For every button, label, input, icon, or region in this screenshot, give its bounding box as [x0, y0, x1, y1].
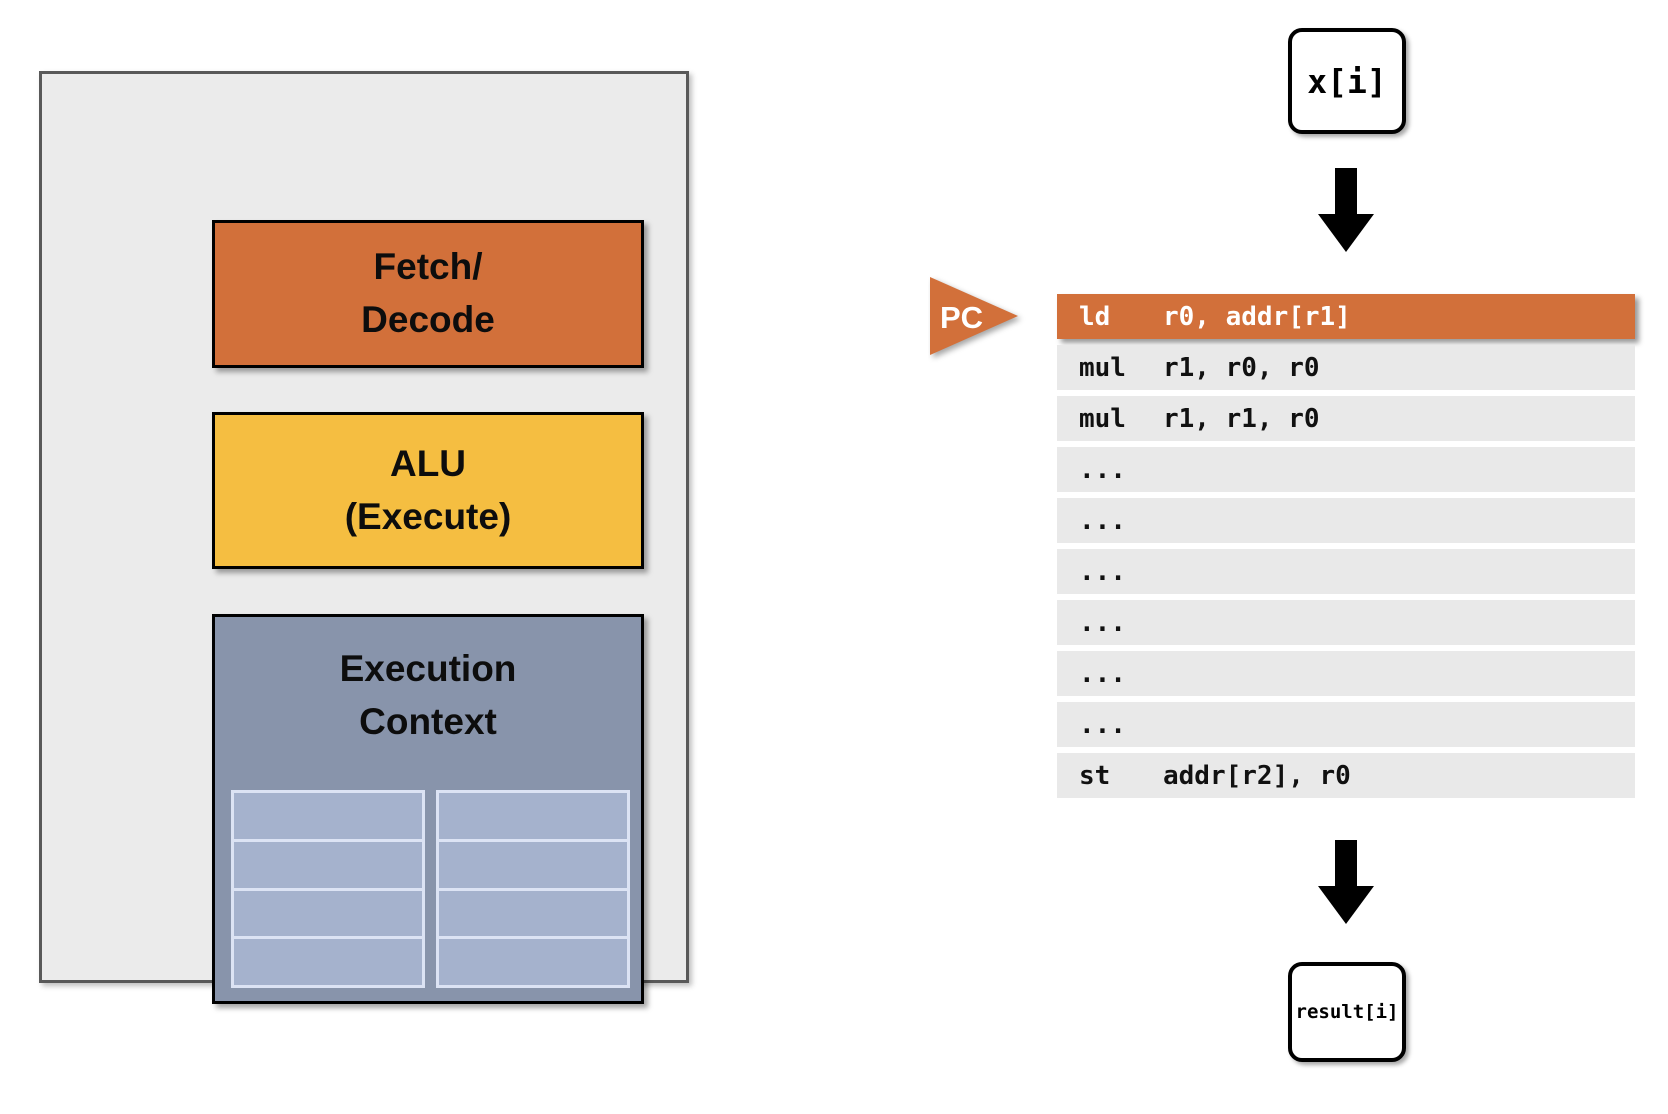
instruction-opcode: ld [1079, 301, 1111, 332]
instruction-opcode: ... [1079, 556, 1126, 587]
processor-core-panel: Fetch/ Decode ALU (Execute) Execution Co… [39, 71, 689, 1004]
instruction-opcode: ... [1079, 658, 1126, 689]
instruction-row: ... [1057, 651, 1635, 696]
register-slot [439, 891, 627, 940]
output-element-label: result[i] [1295, 1001, 1399, 1023]
execution-context-label: Execution Context [215, 617, 641, 748]
instruction-opcode: ... [1079, 607, 1126, 638]
instruction-operands: addr[r2], r0 [1163, 760, 1351, 791]
fetch-decode-box: Fetch/ Decode [212, 220, 644, 368]
instruction-opcode: ... [1079, 505, 1126, 536]
alu-box: ALU (Execute) [212, 412, 644, 569]
alu-label-line1: ALU [389, 442, 467, 484]
output-element-box: result[i] [1288, 962, 1406, 1062]
down-arrow-icon [1318, 168, 1374, 252]
fetch-decode-label-line2: Decode [361, 299, 495, 340]
instruction-opcode: ... [1079, 709, 1126, 740]
instruction-row: ... [1057, 447, 1635, 492]
fetch-decode-label-line1: Fetch/ [373, 246, 483, 288]
register-slot [234, 842, 422, 891]
register-slot [439, 939, 627, 985]
instruction-opcode: ... [1079, 454, 1126, 485]
register-slot [234, 939, 422, 985]
instruction-operands: r1, r0, r0 [1163, 352, 1320, 383]
pc-pointer-icon: PC [930, 277, 1018, 355]
execution-context-label-line2: Context [359, 700, 497, 742]
input-element-box: x[i] [1288, 28, 1406, 134]
instruction-operands: r1, r1, r0 [1163, 403, 1320, 434]
instruction-opcode: st [1079, 760, 1111, 791]
register-slot [439, 793, 627, 842]
execution-context-box: Execution Context [212, 614, 644, 1004]
register-slot [234, 891, 422, 940]
pc-label: PC [940, 300, 983, 335]
instruction-operands: r0, addr[r1] [1163, 301, 1351, 332]
down-arrow-icon [1318, 840, 1374, 924]
instruction-row: mul r1, r1, r0 [1057, 396, 1635, 441]
instruction-row: ... [1057, 498, 1635, 543]
register-grid [436, 790, 630, 988]
instruction-row: ... [1057, 600, 1635, 645]
input-element-label: x[i] [1307, 61, 1387, 101]
instruction-row: ... [1057, 549, 1635, 594]
alu-label-line2: (Execute) [344, 495, 512, 537]
register-grid [231, 790, 425, 988]
instruction-opcode: mul [1079, 352, 1126, 383]
instruction-row: st addr[r2], r0 [1057, 753, 1635, 798]
instruction-list: ld r0, addr[r1] mul r1, r0, r0 mul r1, r1, r0… [1057, 294, 1635, 804]
register-slot [234, 793, 422, 842]
instruction-row: mul r1, r0, r0 [1057, 345, 1635, 390]
register-slot [439, 842, 627, 891]
instruction-opcode: mul [1079, 403, 1126, 434]
instruction-row-current: ld r0, addr[r1] [1057, 294, 1635, 339]
execution-context-label-line1: Execution [339, 648, 517, 689]
instruction-row: ... [1057, 702, 1635, 747]
